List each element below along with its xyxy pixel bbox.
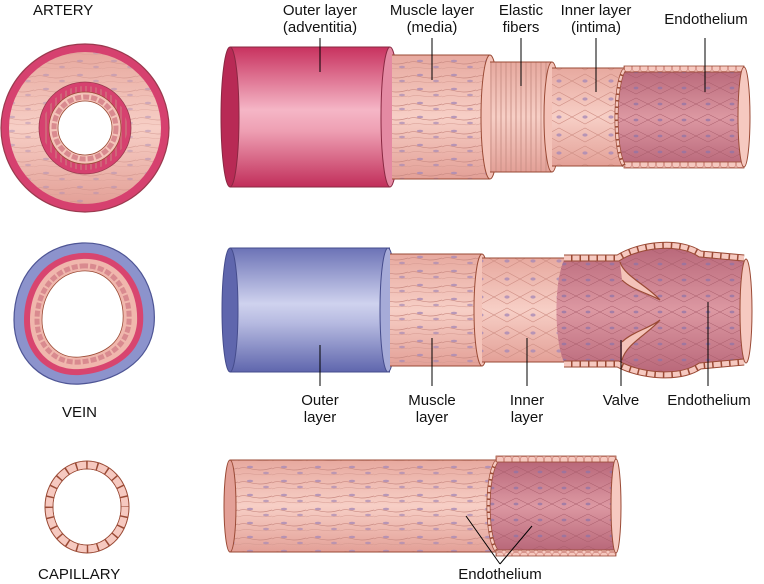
vein-cross-section [13, 242, 155, 385]
artery-elastic-line2: fibers [502, 19, 540, 36]
artery-outer-line1: Outer layer [282, 2, 358, 19]
artery-outer-line2: (adventitia) [282, 19, 358, 36]
vein-inner-line2: layer [510, 409, 544, 426]
vein-muscle-layer-label: Muscle layer [398, 392, 466, 426]
vein-inner-line1: Inner [509, 392, 545, 409]
artery-title: ARTERY [33, 2, 94, 19]
artery-elastic-fibers-label: Elastic fibers [492, 2, 550, 36]
artery-muscle-line2: (media) [406, 19, 458, 36]
vein-outer-line1: Outer [301, 392, 339, 409]
vein-outer-layer-label: Outer layer [290, 392, 350, 426]
vein-muscle-line1: Muscle [408, 392, 456, 409]
artery-inner-line1: Inner layer [560, 2, 632, 19]
artery-inner-layer-label: Inner layer (intima) [550, 2, 642, 36]
artery-inner-line2: (intima) [570, 19, 621, 36]
capillary-endothelium-label: Endothelium [458, 566, 542, 583]
artery-elastic-line1: Elastic [498, 2, 544, 19]
vein-valve-label: Valve [602, 392, 640, 409]
leader-lines [319, 38, 709, 565]
artery-muscle-layer-label: Muscle layer (media) [378, 2, 486, 36]
capillary-cross-section [44, 460, 130, 554]
vein-muscle-line2: layer [415, 409, 449, 426]
artery-muscle-line1: Muscle layer [389, 2, 475, 19]
vein-longitudinal [221, 241, 753, 379]
vein-inner-layer-label: Inner layer [500, 392, 554, 426]
capillary-longitudinal [223, 455, 622, 557]
artery-outer-layer-label: Outer layer (adventitia) [268, 2, 372, 36]
artery-cross-section [0, 43, 170, 213]
vein-title: VEIN [62, 404, 98, 421]
vein-outer-line2: layer [303, 409, 337, 426]
capillary-title: CAPILLARY [38, 566, 121, 583]
artery-endothelium-label: Endothelium [664, 11, 748, 28]
artery-longitudinal [220, 46, 751, 188]
vein-endothelium-label: Endothelium [667, 392, 751, 409]
